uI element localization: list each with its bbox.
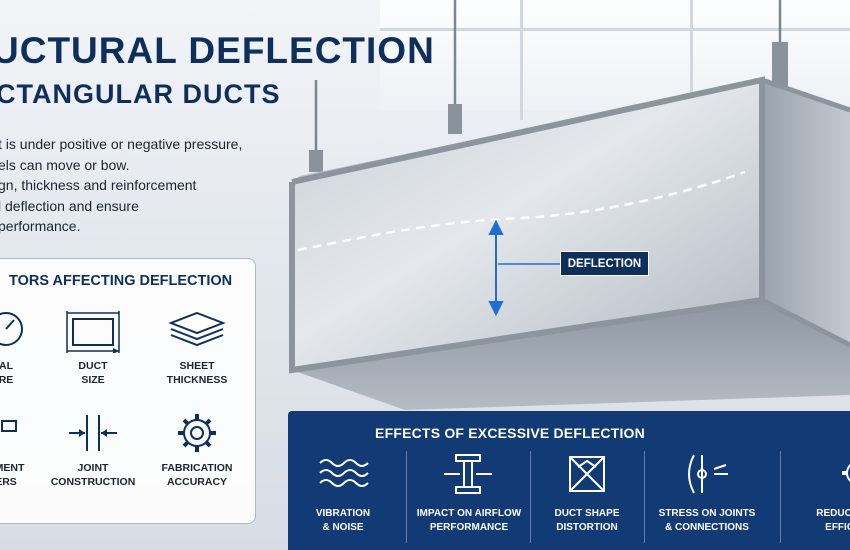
intro-line: performance. [0,218,81,234]
effect-reduced-efficiency: REDUCED EFFICI [784,451,850,535]
effect-label: DUCT SHAPE DISTORTION [554,508,620,533]
effect-joint-stress: STRESS ON JOINTS & CONNECTIONS [650,451,764,535]
effect-shape-distortion: DUCT SHAPE DISTORTION [530,451,644,535]
vibration-waves-icon [319,459,369,487]
background-beam [520,0,523,120]
joint-icon [69,415,117,451]
effect-label: STRESS ON JOINTS & CONNECTIONS [658,508,756,533]
duct-size-icon [66,311,120,353]
factor-duct-size: DUCT SIZE [43,309,143,387]
effect-label: VIBRATION & NOISE [315,508,371,533]
deflection-tag: DEFLECTION [560,251,649,276]
intro-line: els can move or bow. [0,156,130,173]
airflow-icon [444,454,492,494]
duct-side-edge [761,77,850,113]
pressure-gauge-icon [0,312,23,346]
factor-label: DUCT SIZE [78,360,108,386]
factor-label: AL RE [0,360,14,386]
intro-line: t is under positive or negative pressure… [0,136,243,152]
divider [406,451,407,543]
deflection-arrow [488,219,560,317]
factor-label: EMENT ERS [0,462,25,488]
sheet-layers-icon [168,311,226,347]
intro-paragraph: t is under positive or negative pressure… [0,134,288,237]
effect-label: IMPACT ON AIRFLOW PERFORMANCE [416,508,522,533]
effect-label: REDUCED EFFICI [816,508,850,533]
factor-label: FABRICATION ACCURACY [161,462,233,488]
factor-label: SHEET THICKNESS [166,360,228,386]
divider [530,451,531,543]
effects-panel: EFFECTS OF EXCESSIVE DEFLECTION VIBRATIO… [288,411,850,550]
deflection-curve [297,170,746,252]
factor-sheet-thickness: SHEET THICKNESS [147,309,247,387]
factors-panel: TORS AFFECTING DEFLECTION AL RE DUCT SIZ… [0,258,256,524]
duct-front-face [292,80,762,370]
intro-line: l deflection and ensure [0,197,139,214]
page-title: UCTURAL DEFLECTION CTANGULAR DUCTS [0,30,435,110]
effects-title: EFFECTS OF EXCESSIVE DEFLECTION [375,425,645,441]
intro-line: gn, thickness and reinforcement [0,177,197,193]
factor-pressure: AL RE [0,309,56,387]
background-beam [380,28,850,31]
divider [780,451,781,543]
hanger-brackets [309,42,788,172]
factor-joint-construction: JOINT CONSTRUCTION [43,411,143,489]
effect-vibration: VIBRATION & NOISE [286,451,400,535]
duct-side-face [762,80,850,345]
efficiency-gear-icon [842,464,850,482]
joint-stress-icon [688,454,728,494]
title-line-1: UCTURAL DEFLECTION [0,30,435,71]
factor-label: JOINT CONSTRUCTION [50,462,136,488]
factor-fabrication-accuracy: FABRICATION ACCURACY [147,411,247,489]
effect-airflow: IMPACT ON AIRFLOW PERFORMANCE [412,451,526,535]
background-beam [690,0,693,120]
gear-icon [178,414,216,452]
divider [644,451,645,543]
duct-side-edge [760,297,850,348]
distorted-box-icon [569,456,605,492]
reinforcement-icon [1,420,17,432]
title-line-2: CTANGULAR DUCTS [0,79,281,109]
duct-bottom-face [292,300,850,410]
factors-title: TORS AFFECTING DEFLECTION [9,273,233,289]
factor-reinforcement: EMENT ERS [0,411,56,489]
